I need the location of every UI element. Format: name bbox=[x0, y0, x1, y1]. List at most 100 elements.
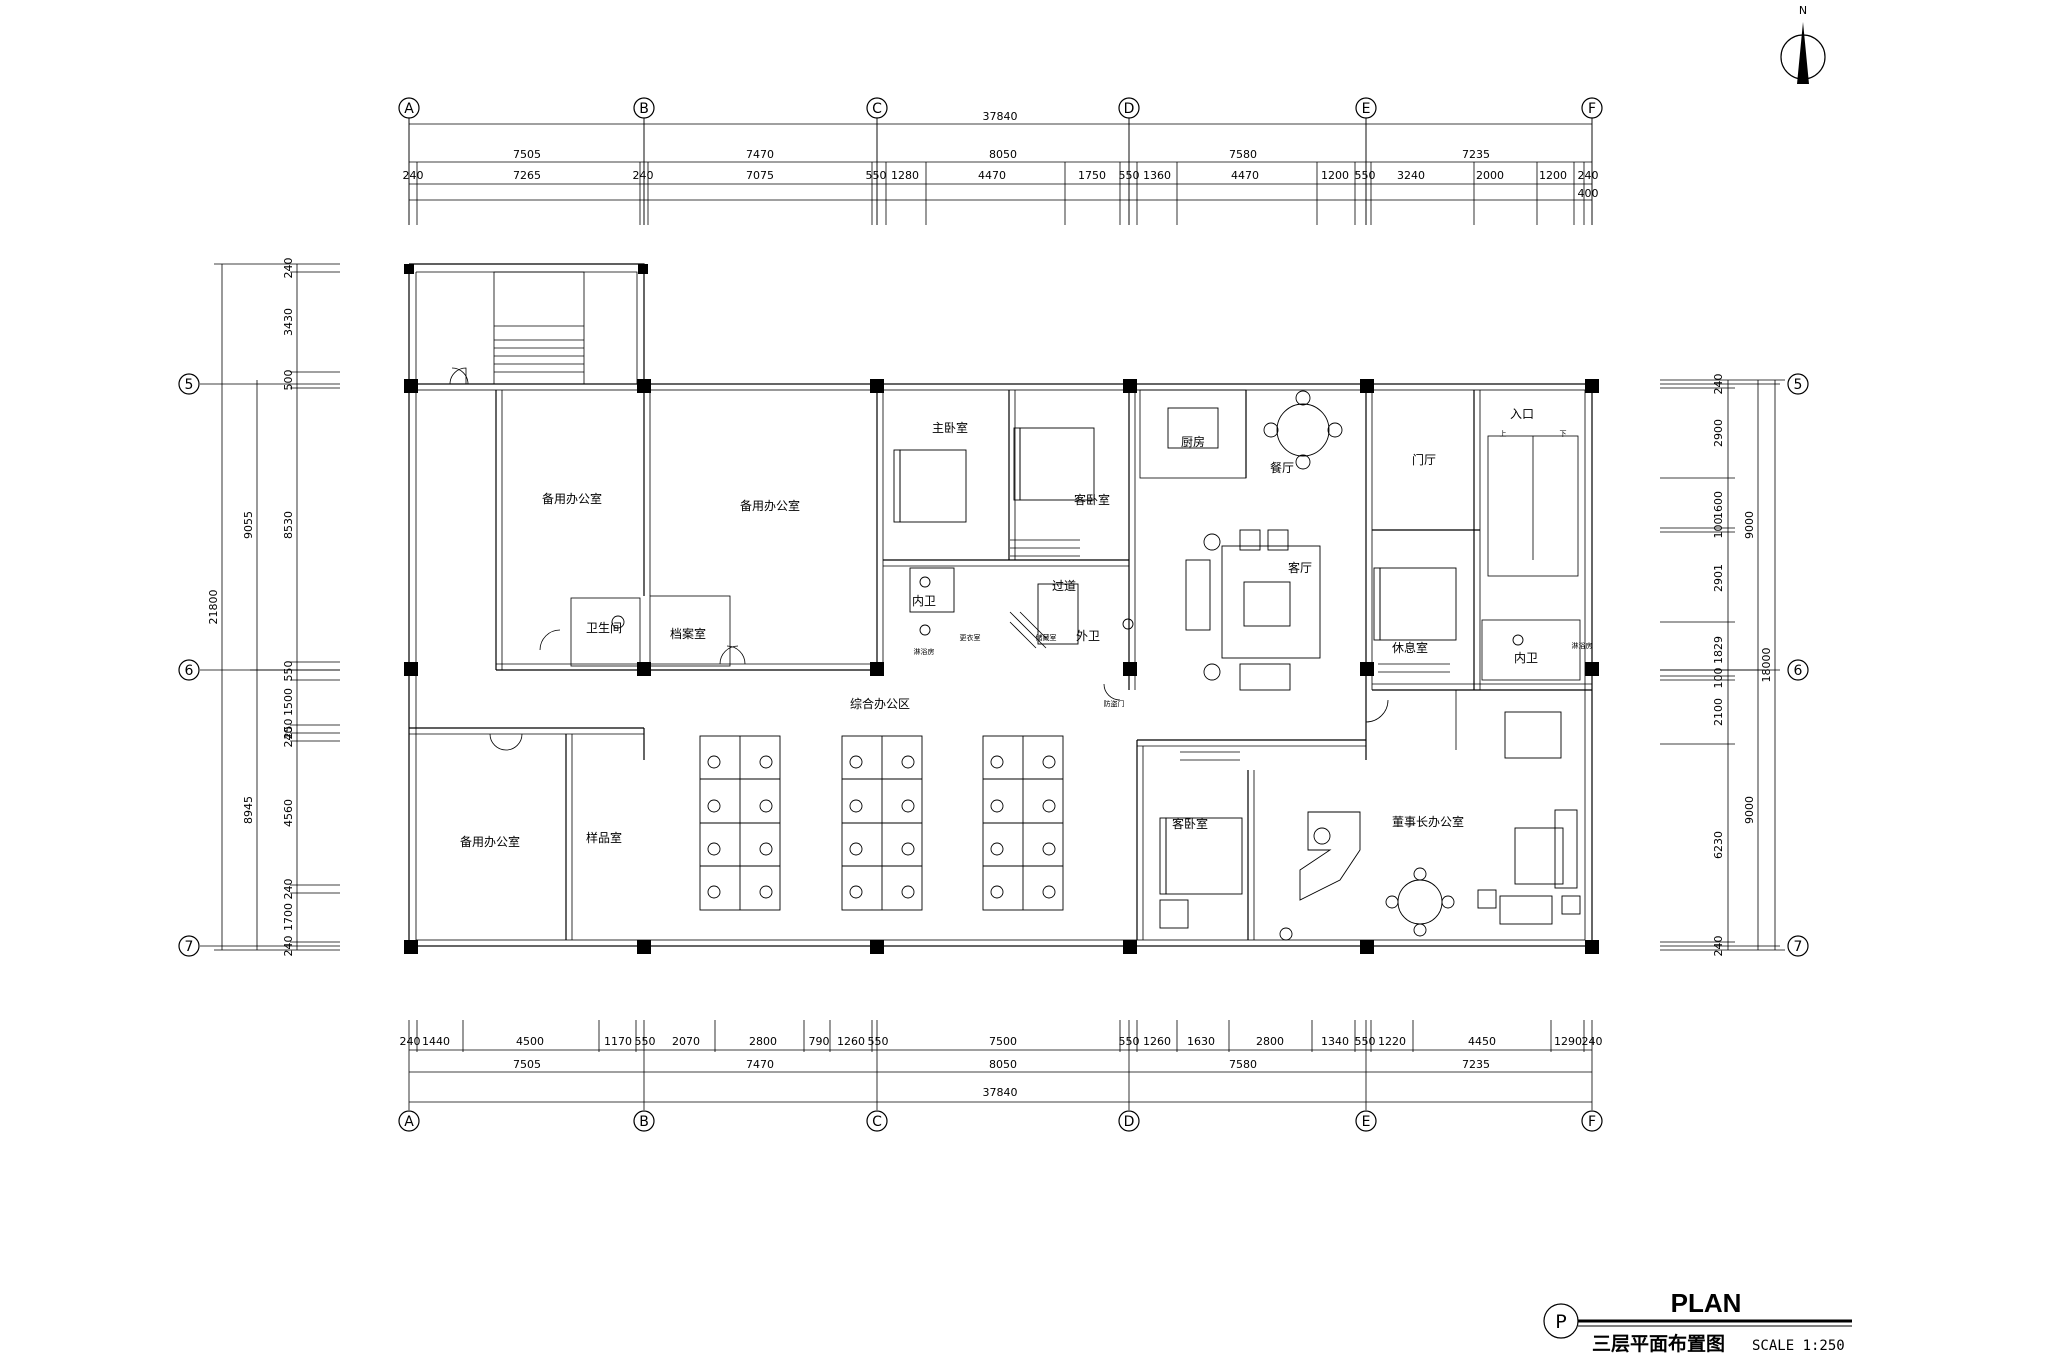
top-detail-dim: 550 bbox=[1355, 169, 1376, 182]
room-label-shower: 淋浴房 bbox=[914, 647, 935, 656]
bottom-bay-dim: 8050 bbox=[989, 1058, 1017, 1071]
right-detail-dim: 2900 bbox=[1712, 419, 1725, 447]
room-label-inner-bath: 内卫 bbox=[1514, 651, 1538, 665]
bottom-bay-dim: 7505 bbox=[513, 1058, 541, 1071]
top-detail-dim: 1200 bbox=[1539, 169, 1567, 182]
room-label-spare-office: 备用办公室 bbox=[460, 834, 520, 849]
title-marker: P bbox=[1555, 1311, 1566, 1333]
room-label-outer-bath: 外卫 bbox=[1076, 629, 1100, 643]
left-detail-dim: 4560 bbox=[282, 799, 295, 827]
axis-label: E bbox=[1362, 101, 1371, 117]
room-label-sample-room: 样品室 bbox=[586, 830, 622, 845]
left-bay-dim: 9055 bbox=[242, 511, 255, 539]
left-detail-dim: 250 bbox=[282, 719, 295, 740]
axis-label: A bbox=[404, 1114, 414, 1130]
north-arrow: N bbox=[1780, 4, 1826, 84]
top-bay-dim: 7580 bbox=[1229, 148, 1257, 161]
bottom-dimensions: 240 1440 4500 1170 550 2070 2800 790 126… bbox=[400, 1020, 1603, 1110]
room-label-dressing: 更衣室 bbox=[960, 633, 981, 642]
bottom-detail-dim: 1340 bbox=[1321, 1035, 1349, 1048]
right-detail-dim: 100 bbox=[1712, 518, 1725, 539]
top-detail-dims: 240 7265 240 7075 550 1280 4470 1750 550… bbox=[403, 169, 1599, 200]
top-detail-dim: 1280 bbox=[891, 169, 919, 182]
bottom-detail-dim: 4450 bbox=[1468, 1035, 1496, 1048]
room-label-chairman-office: 董事长办公室 bbox=[1392, 814, 1464, 829]
left-detail-dim: 240 bbox=[282, 258, 295, 279]
room-label-foyer: 门厅 bbox=[1412, 452, 1436, 467]
axis-bubble-right: 5 6 7 bbox=[1787, 373, 1809, 957]
bottom-detail-dim: 550 bbox=[635, 1035, 656, 1048]
bottom-detail-dim: 1170 bbox=[604, 1035, 632, 1048]
room-label-living: 客厅 bbox=[1288, 560, 1312, 575]
title-block: P PLAN 三层平面布置图 SCALE 1:250 bbox=[1543, 1288, 1852, 1355]
left-dimensions: 21800 9055 8945 240 3430 500 8530 550 15… bbox=[207, 258, 340, 957]
room-labels: 备用办公室 备用办公室 备用办公室 卫生间 档案室 样品室 综合办公区 主卧室 … bbox=[460, 407, 1593, 849]
top-detail-dim: 240 bbox=[403, 169, 424, 182]
left-detail-dims: 240 3430 500 8530 550 1500 250 240 4560 … bbox=[282, 258, 295, 957]
axis-label: E bbox=[1362, 1114, 1371, 1130]
right-dimensions: 18000 9000 9000 240 2900 1600 100 2901 1… bbox=[1660, 374, 1785, 957]
axis-label: B bbox=[639, 101, 649, 117]
left-detail-dim: 240 bbox=[282, 727, 295, 748]
top-detail-dim: 240 bbox=[633, 169, 654, 182]
top-bay-dim: 7470 bbox=[746, 148, 774, 161]
room-label-guest-bedroom: 客卧室 bbox=[1172, 816, 1208, 831]
bottom-bay-dim: 7470 bbox=[746, 1058, 774, 1071]
bottom-detail-dim: 1290 bbox=[1554, 1035, 1582, 1048]
left-detail-dim: 3430 bbox=[282, 308, 295, 336]
bottom-detail-dim: 4500 bbox=[516, 1035, 544, 1048]
axis-label: B bbox=[639, 1114, 649, 1130]
bottom-bay-dim: 7235 bbox=[1462, 1058, 1490, 1071]
room-label-storage: 储藏室 bbox=[1036, 633, 1057, 642]
axis-label: F bbox=[1588, 1114, 1596, 1130]
right-detail-dims: 240 2900 1600 100 2901 1829 100 2100 623… bbox=[1712, 374, 1725, 957]
bottom-detail-dim: 1220 bbox=[1378, 1035, 1406, 1048]
bottom-detail-dim: 2800 bbox=[1256, 1035, 1284, 1048]
axis-label: F bbox=[1588, 101, 1596, 117]
bottom-detail-dim: 1440 bbox=[422, 1035, 450, 1048]
top-detail-dim: 3240 bbox=[1397, 169, 1425, 182]
workstation-cluster bbox=[841, 735, 923, 911]
workstation-cluster bbox=[982, 735, 1064, 911]
stair-up-label: 上 bbox=[1500, 429, 1507, 438]
left-detail-dim: 550 bbox=[282, 661, 295, 682]
axis-bubble-left: 5 6 7 bbox=[178, 373, 200, 957]
axis-bubble-bottom: A B C D E F bbox=[398, 1110, 1603, 1132]
top-detail-dim: 7075 bbox=[746, 169, 774, 182]
left-detail-dim: 8530 bbox=[282, 511, 295, 539]
top-detail-dim: 4470 bbox=[1231, 169, 1259, 182]
bottom-detail-dim: 1260 bbox=[837, 1035, 865, 1048]
room-label-entrance: 入口 bbox=[1510, 407, 1534, 421]
room-label-corridor: 过道 bbox=[1052, 579, 1076, 593]
left-total-dim: 21800 bbox=[207, 590, 220, 625]
top-bay-dim: 8050 bbox=[989, 148, 1017, 161]
room-label-spare-office: 备用办公室 bbox=[542, 491, 602, 506]
plan-scale: SCALE 1:250 bbox=[1752, 1338, 1845, 1354]
room-label-archive: 档案室 bbox=[670, 626, 706, 641]
left-detail-dim: 1700 bbox=[282, 903, 295, 931]
workstations bbox=[699, 735, 1064, 911]
room-label-rest-room: 休息室 bbox=[1392, 640, 1428, 655]
axis-label: D bbox=[1124, 101, 1135, 117]
left-detail-dim: 240 bbox=[282, 879, 295, 900]
bottom-detail-dim: 1260 bbox=[1143, 1035, 1171, 1048]
plan-subtitle: 三层平面布置图 bbox=[1592, 1332, 1725, 1355]
bottom-detail-dim: 2800 bbox=[749, 1035, 777, 1048]
right-bay-dim: 9000 bbox=[1743, 511, 1756, 539]
left-detail-dim: 1500 bbox=[282, 688, 295, 716]
workstation-cluster bbox=[699, 735, 781, 911]
room-label-master-bedroom: 主卧室 bbox=[932, 420, 968, 435]
bottom-detail-dim: 7500 bbox=[989, 1035, 1017, 1048]
top-dimensions: 37840 7505 7470 8050 7580 7235 240 7265 … bbox=[403, 110, 1599, 225]
right-detail-dim: 1829 bbox=[1712, 636, 1725, 664]
bottom-detail-dim: 790 bbox=[809, 1035, 830, 1048]
room-label-guest-bedroom: 客卧室 bbox=[1074, 492, 1110, 507]
right-bay-dim: 9000 bbox=[1743, 796, 1756, 824]
top-detail-dim: 1360 bbox=[1143, 169, 1171, 182]
top-detail-dim: 2000 bbox=[1476, 169, 1504, 182]
bottom-detail-dim: 1630 bbox=[1187, 1035, 1215, 1048]
axis-label: A bbox=[404, 101, 414, 117]
top-bay-dim: 7505 bbox=[513, 148, 541, 161]
left-detail-dim: 500 bbox=[282, 370, 295, 391]
